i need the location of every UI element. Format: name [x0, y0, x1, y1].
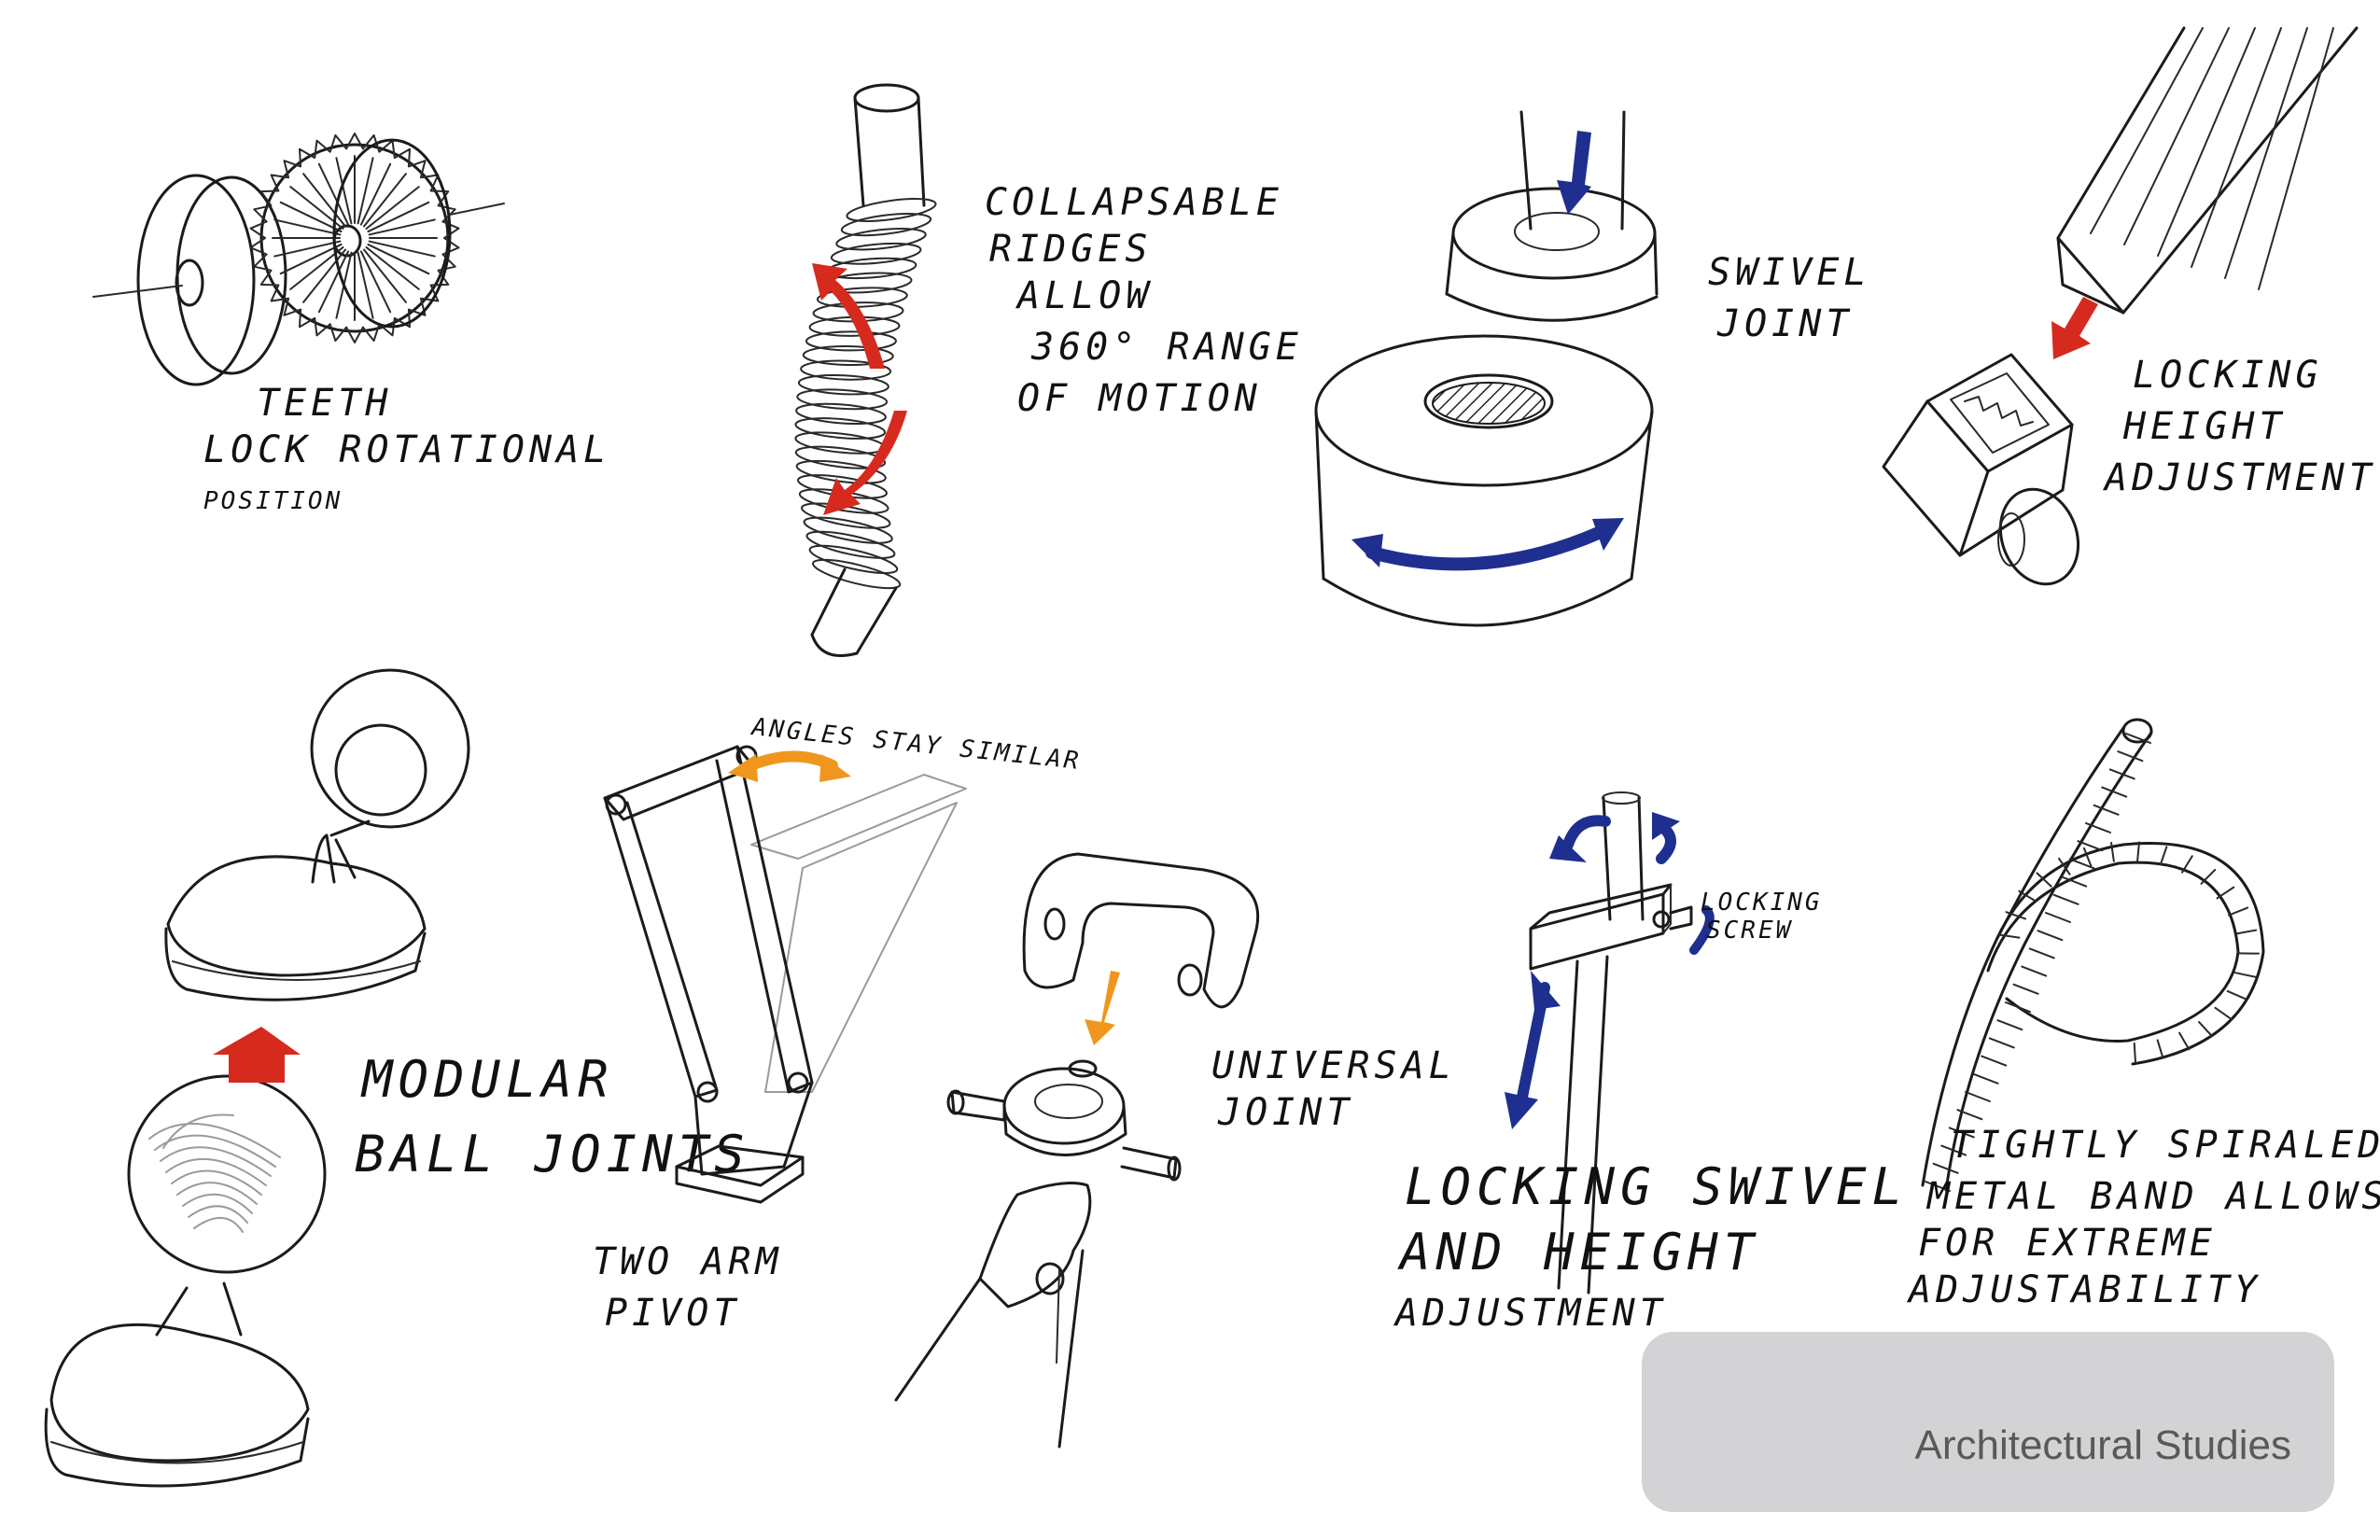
svg-text:TIGHTLY SPIRALED: TIGHTLY SPIRALED — [1951, 1124, 2380, 1167]
collapsable-tube-sketch — [794, 83, 937, 657]
spiral-label: TIGHTLY SPIRALED METAL BAND ALLOWS FOR E… — [1906, 1124, 2380, 1311]
svg-text:LOCKING SWIVEL: LOCKING SWIVEL — [1405, 1157, 1908, 1216]
svg-text:AND HEIGHT: AND HEIGHT — [1397, 1223, 1759, 1281]
svg-text:360° RANGE: 360° RANGE — [1030, 326, 1303, 369]
two-arm-pivot-sketch — [603, 745, 967, 1204]
swivel-joint-sketch — [1314, 110, 1659, 627]
locking-swivel-arrows-blue — [1505, 812, 1715, 1129]
svg-text:UNIVERSAL: UNIVERSAL — [1211, 1044, 1456, 1087]
locking-height-label: LOCKING HEIGHT ADJUSTMENT — [2102, 354, 2376, 499]
svg-text:ADJUSTABILITY: ADJUSTABILITY — [1906, 1268, 2261, 1311]
caption-title: Architectural Studies — [1914, 1422, 2291, 1468]
svg-text:METAL BAND ALLOWS: METAL BAND ALLOWS — [1925, 1175, 2380, 1218]
svg-text:ANGLES STAY SIMILAR: ANGLES STAY SIMILAR — [749, 713, 1083, 776]
locking-swivel-sketch — [1529, 791, 1693, 1295]
svg-text:LOCK ROTATIONAL: LOCK ROTATIONAL — [203, 428, 610, 471]
svg-text:TEETH: TEETH — [257, 382, 392, 425]
svg-text:TWO ARM: TWO ARM — [593, 1240, 783, 1283]
svg-text:OF MOTION: OF MOTION — [1017, 377, 1262, 420]
gear-label: TEETH LOCK ROTATIONAL POSITION — [203, 382, 610, 515]
svg-text:RIDGES: RIDGES — [989, 228, 1153, 271]
locking-height-sketch — [1882, 26, 2359, 586]
svg-text:FOR EXTREME: FOR EXTREME — [1918, 1222, 2217, 1265]
svg-text:JOINT: JOINT — [1217, 1091, 1353, 1134]
two-arm-label: ANGLES STAY SIMILAR TWO ARM PIVOT — [593, 713, 1083, 1335]
ball-joint-sketch — [44, 668, 470, 1488]
universal-label: UNIVERSAL JOINT — [1211, 1044, 1456, 1134]
svg-text:JOINT: JOINT — [1716, 302, 1853, 345]
spiral-band-sketch — [1921, 718, 2265, 1192]
ball-joint-arrow-red — [213, 1027, 301, 1083]
universal-arrow-orange — [1085, 971, 1120, 1045]
svg-text:MODULAR: MODULAR — [360, 1050, 614, 1109]
collapsable-label: COLLAPSABLE RIDGES ALLOW 360° RANGE OF M… — [985, 181, 1303, 420]
universal-joint-sketch — [894, 852, 1260, 1449]
svg-text:BALL JOINTS: BALL JOINTS — [355, 1125, 750, 1183]
svg-text:ADJUSTMENT: ADJUSTMENT — [1393, 1292, 1667, 1335]
locking-swivel-label: LOCKING SCREW LOCKING SWIVEL AND HEIGHT … — [1393, 889, 1908, 1335]
svg-text:SWIVEL: SWIVEL — [1708, 251, 1871, 294]
svg-text:COLLAPSABLE: COLLAPSABLE — [985, 181, 1283, 224]
angle-arrow-orange — [728, 750, 851, 782]
swivel-arrows-blue — [1351, 131, 1624, 571]
locking-height-arrow-red — [2051, 297, 2098, 359]
svg-text:LOCKING: LOCKING — [2133, 354, 2323, 397]
ball-joint-label: MODULAR BALL JOINTS — [355, 1050, 750, 1183]
svg-text:SCREW: SCREW — [1706, 917, 1793, 945]
svg-text:ADJUSTMENT: ADJUSTMENT — [2102, 456, 2376, 499]
svg-text:ALLOW: ALLOW — [1015, 274, 1153, 317]
rotation-arrow-red — [812, 263, 907, 515]
svg-text:HEIGHT: HEIGHT — [2122, 405, 2287, 448]
gear-sketch — [92, 133, 505, 386]
swivel-label: SWIVEL JOINT — [1708, 251, 1871, 345]
svg-text:PIVOT: PIVOT — [605, 1292, 740, 1335]
svg-text:POSITION: POSITION — [203, 487, 343, 515]
svg-text:LOCKING: LOCKING — [1701, 889, 1823, 917]
caption-box — [1642, 1332, 2334, 1512]
